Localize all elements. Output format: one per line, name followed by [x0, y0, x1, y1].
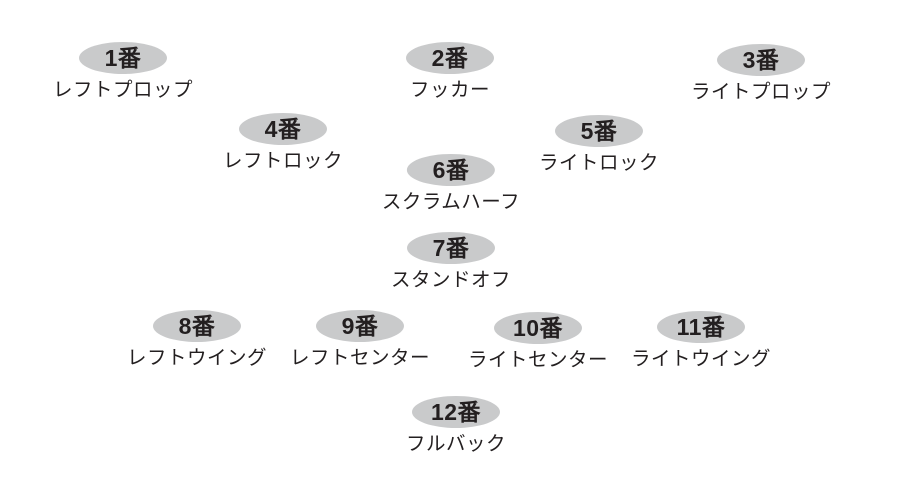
position-number-badge: 10番	[493, 312, 582, 344]
position-number-badge: 7番	[406, 232, 495, 264]
position-number-badge: 1番	[78, 42, 167, 74]
position-number: 10番	[512, 314, 564, 341]
position-node: 7番 スタンドオフ	[391, 232, 511, 291]
position-number: 1番	[104, 44, 142, 71]
position-number: 3番	[742, 46, 780, 73]
position-label: レフトウイング	[126, 347, 268, 369]
position-node: 3番 ライトプロップ	[691, 44, 831, 103]
position-label: フルバック	[405, 433, 507, 455]
position-number: 12番	[430, 398, 482, 425]
position-label: レフトロック	[222, 150, 344, 172]
position-label: スクラムハーフ	[381, 191, 521, 213]
position-node: 12番 フルバック	[406, 396, 506, 455]
position-number: 9番	[341, 312, 379, 339]
position-number: 4番	[264, 115, 302, 142]
position-node: 10番 ライトセンター	[468, 312, 608, 371]
position-label: ライトウイング	[630, 348, 772, 370]
position-number: 5番	[580, 117, 618, 144]
position-number-badge: 2番	[406, 42, 494, 74]
position-number-badge: 8番	[152, 310, 241, 342]
position-number-badge: 11番	[656, 311, 745, 343]
position-node: 9番 レフトセンター	[290, 310, 430, 369]
position-node: 8番 レフトウイング	[127, 310, 267, 369]
position-label: スタンドオフ	[390, 269, 512, 291]
position-node: 11番 ライトウイング	[631, 311, 771, 370]
position-number-badge: 5番	[554, 115, 643, 147]
position-number: 6番	[432, 156, 470, 183]
position-number-badge: 3番	[716, 44, 805, 76]
position-number: 11番	[676, 313, 726, 340]
position-label: ライトプロップ	[690, 81, 832, 103]
position-number-badge: 12番	[411, 396, 500, 428]
position-node: 1番 レフトプロップ	[53, 42, 193, 101]
position-node: 4番 レフトロック	[223, 113, 343, 172]
position-node: 5番 ライトロック	[539, 115, 659, 174]
position-number: 7番	[432, 234, 470, 261]
position-label: フッカー	[409, 79, 490, 101]
position-label: レフトプロップ	[52, 79, 194, 101]
position-number: 2番	[431, 44, 469, 71]
position-number: 8番	[178, 312, 216, 339]
position-number-badge: 4番	[238, 113, 327, 145]
position-label: ライトロック	[538, 152, 660, 174]
position-node: 2番 フッカー	[406, 42, 494, 101]
position-number-badge: 9番	[315, 310, 404, 342]
position-label: レフトセンター	[289, 347, 431, 369]
position-label: ライトセンター	[467, 349, 609, 371]
position-number-badge: 6番	[407, 154, 495, 186]
position-node: 6番 スクラムハーフ	[382, 154, 520, 213]
